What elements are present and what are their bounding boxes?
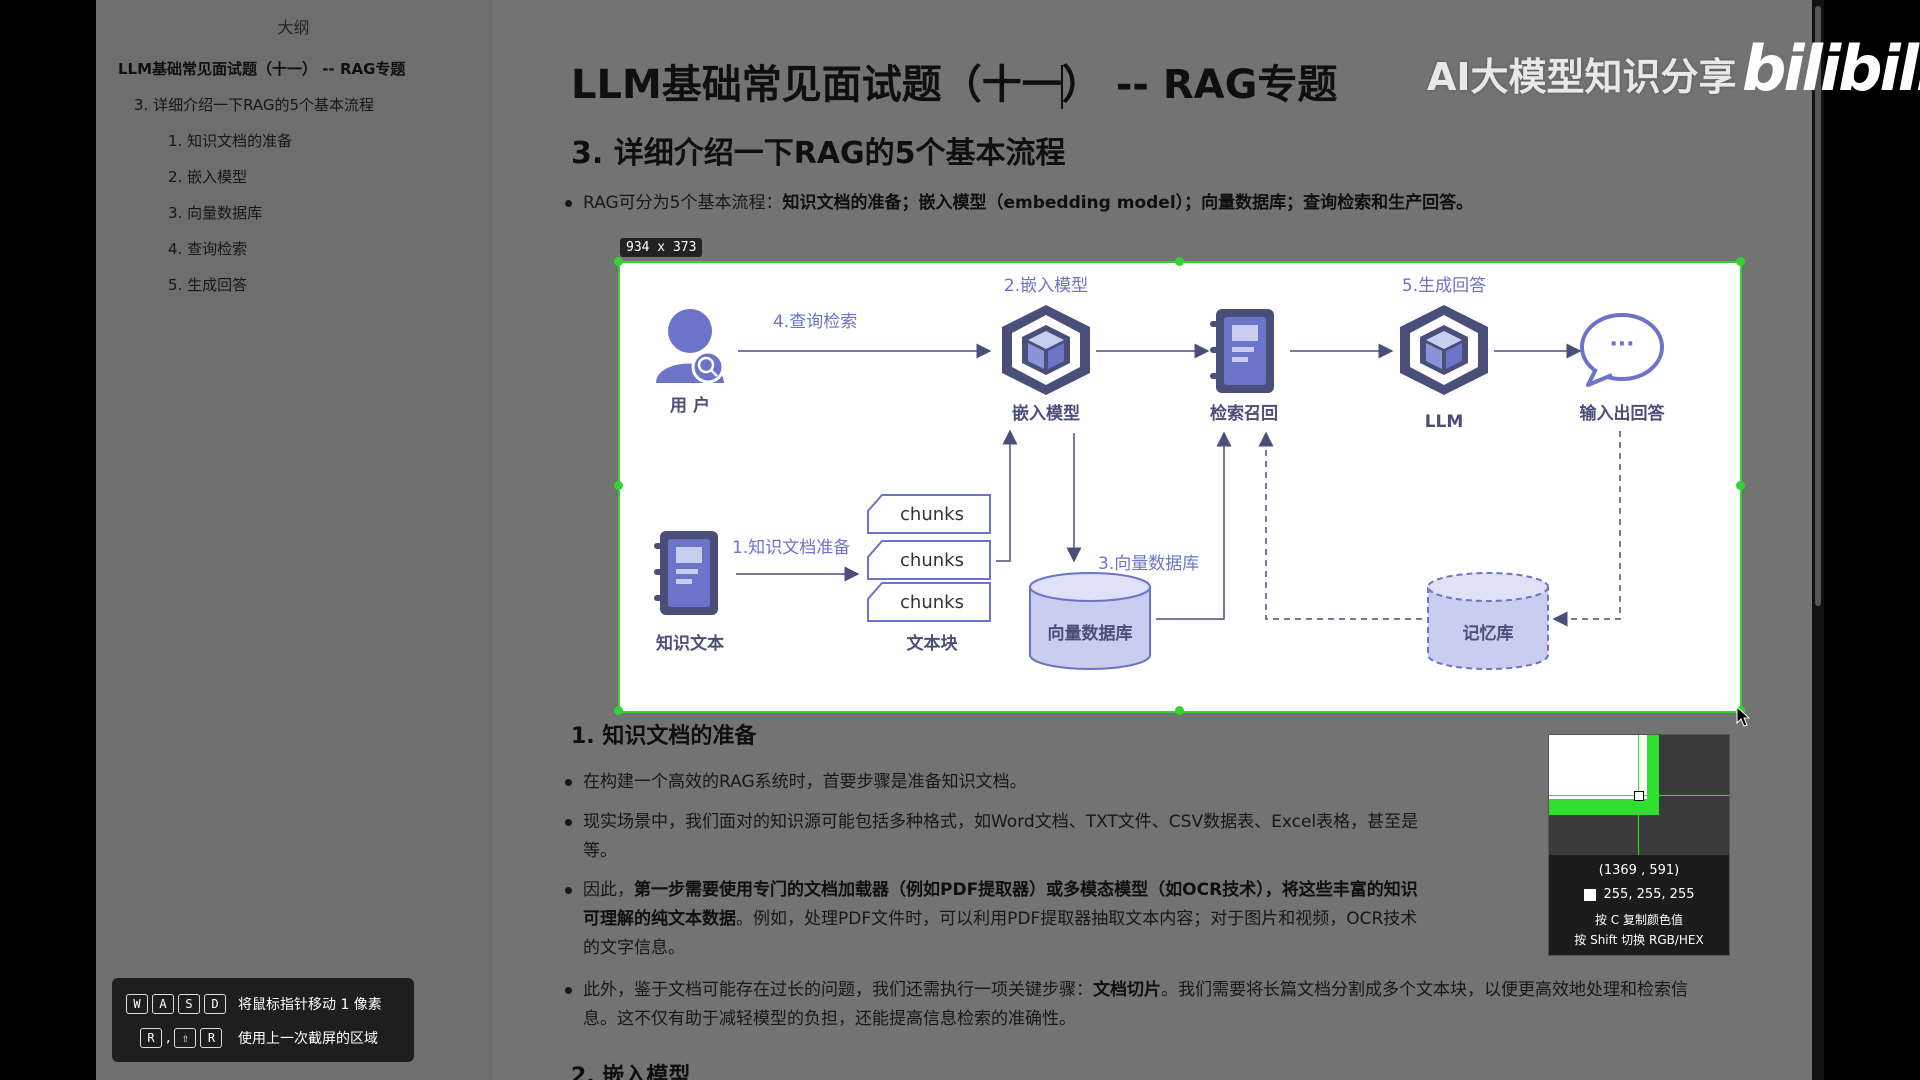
label-query: 4.查询检索 (773, 312, 857, 332)
retrieve-notebook-icon (1210, 309, 1274, 393)
rag-flow-diagram: 用 户 4.查询检索 2.嵌入模型 嵌入模型 检索召回 (618, 261, 1740, 711)
scroll-thumb[interactable] (1815, 6, 1821, 606)
label-gen-step: 5.生成回答 (1402, 276, 1486, 296)
label-llm: LLM (1425, 412, 1464, 432)
outline-title: 大纲 (277, 18, 310, 37)
answer-bubble-icon: ··· (1580, 313, 1664, 387)
label-user: 用 户 (670, 395, 710, 416)
label-textblock: 文本块 (907, 633, 959, 654)
handle-left[interactable] (614, 481, 623, 490)
user-icon (656, 309, 725, 384)
magnifier-rgb: 255, 255, 255 (1549, 887, 1729, 902)
channel-watermark: AI大模型知识分享 (1427, 55, 1737, 99)
svg-text:chunks: chunks (900, 504, 964, 525)
section-heading-rag-flow[interactable]: 3. 详细介绍一下RAG的5个基本流程 (571, 136, 1066, 171)
arrow-vectordb-retrieve (1156, 431, 1232, 620)
chunk-3: chunks (867, 582, 991, 622)
svg-text:chunks: chunks (900, 592, 964, 613)
mouse-cursor-icon (1736, 706, 1751, 727)
magnifier-coords: (1369 , 591) (1598, 863, 1680, 878)
section-heading-knowledge[interactable]: 1. 知识文档的准备 (571, 724, 757, 749)
embedding-model-icon (1002, 305, 1090, 395)
handle-top-left[interactable] (614, 257, 623, 266)
svg-text:chunks: chunks (900, 550, 964, 571)
intro-paragraph[interactable]: RAG可分为5个基本流程：知识文档的准备；嵌入模型（embedding mode… (565, 189, 1718, 218)
label-embed: 嵌入模型 (1012, 403, 1080, 424)
magnifier-hint-shift: 按 Shift 切换 RGB/HEX (1574, 933, 1704, 947)
arrow-chunks-embed (996, 429, 1018, 562)
outline-item-rag-flow[interactable]: 3. 详细介绍一下RAG的5个基本流程 (134, 96, 375, 114)
outline-sidebar: 大纲 LLM基础常见面试题（十一） -- RAG专题 3. 详细介绍一下RAG的… (96, 0, 492, 1080)
vectordb-icon (1029, 572, 1151, 670)
outline-item-knowledge[interactable]: 1. 知识文档的准备 (168, 132, 293, 150)
color-magnifier: (1369 , 591) 255, 255, 255 按 C 复制颜色值 按 S… (1548, 734, 1730, 956)
hint-last-keys: R,⇧R (140, 1028, 223, 1048)
outline-item-title[interactable]: LLM基础常见面试题（十一） -- RAG专题 (118, 60, 406, 78)
chunk-2: chunks (867, 540, 991, 580)
magnifier-view (1549, 735, 1729, 855)
page-title[interactable]: LLM基础常见面试题（十一） -- RAG专题 (571, 62, 1338, 109)
document-scrollbar[interactable] (1812, 0, 1824, 1080)
label-vectordb: 向量数据库 (1048, 623, 1133, 644)
outline-item-embedding[interactable]: 2. 嵌入模型 (168, 168, 248, 186)
section-heading-embedding[interactable]: 2. 嵌入模型 (571, 1064, 691, 1080)
outline-item-query[interactable]: 4. 查询检索 (168, 240, 248, 258)
handle-right[interactable] (1736, 481, 1745, 490)
knowledge-notebook-icon (654, 531, 718, 615)
outline-item-generate[interactable]: 5. 生成回答 (168, 276, 248, 294)
label-embed-step: 2.嵌入模型 (1004, 276, 1088, 296)
label-knowledge: 知识文本 (655, 633, 724, 654)
hint-move-text: 将鼠标指针移动 1 像素 (238, 997, 382, 1013)
chunk-1: chunks (867, 494, 991, 534)
handle-bottom[interactable] (1175, 706, 1184, 715)
handle-bottom-left[interactable] (614, 706, 623, 715)
bilibili-logo: bilibili (1742, 32, 1920, 105)
label-answer: 输入出回答 (1580, 403, 1666, 424)
label-vector-step: 3.向量数据库 (1098, 554, 1199, 574)
label-memory: 记忆库 (1463, 623, 1514, 644)
rag-diagram-svg: 用 户 4.查询检索 2.嵌入模型 嵌入模型 检索召回 (654, 276, 1666, 670)
outline-item-vectordb[interactable]: 3. 向量数据库 (168, 204, 263, 222)
memory-db-icon (1427, 572, 1549, 670)
paragraph-4[interactable]: 此外，鉴于文档可能存在过长的问题，我们还需执行一项关键步骤：文档切片。我们需要将… (565, 976, 1718, 1034)
arrow-answer-memory (1552, 431, 1621, 627)
magnifier-hint-copy: 按 C 复制颜色值 (1594, 913, 1683, 927)
hint-last-text: 使用上一次截屏的区域 (238, 1031, 378, 1047)
handle-top[interactable] (1175, 257, 1184, 266)
handle-top-right[interactable] (1736, 257, 1745, 266)
arrow-memory-retrieve (1258, 431, 1422, 620)
label-knowledge-step: 1.知识文档准备 (732, 538, 850, 558)
selection-size-badge: 934 x 373 (620, 238, 703, 257)
label-retrieve: 检索召回 (1210, 403, 1278, 424)
svg-text:···: ··· (1609, 332, 1634, 357)
llm-icon (1400, 305, 1488, 395)
